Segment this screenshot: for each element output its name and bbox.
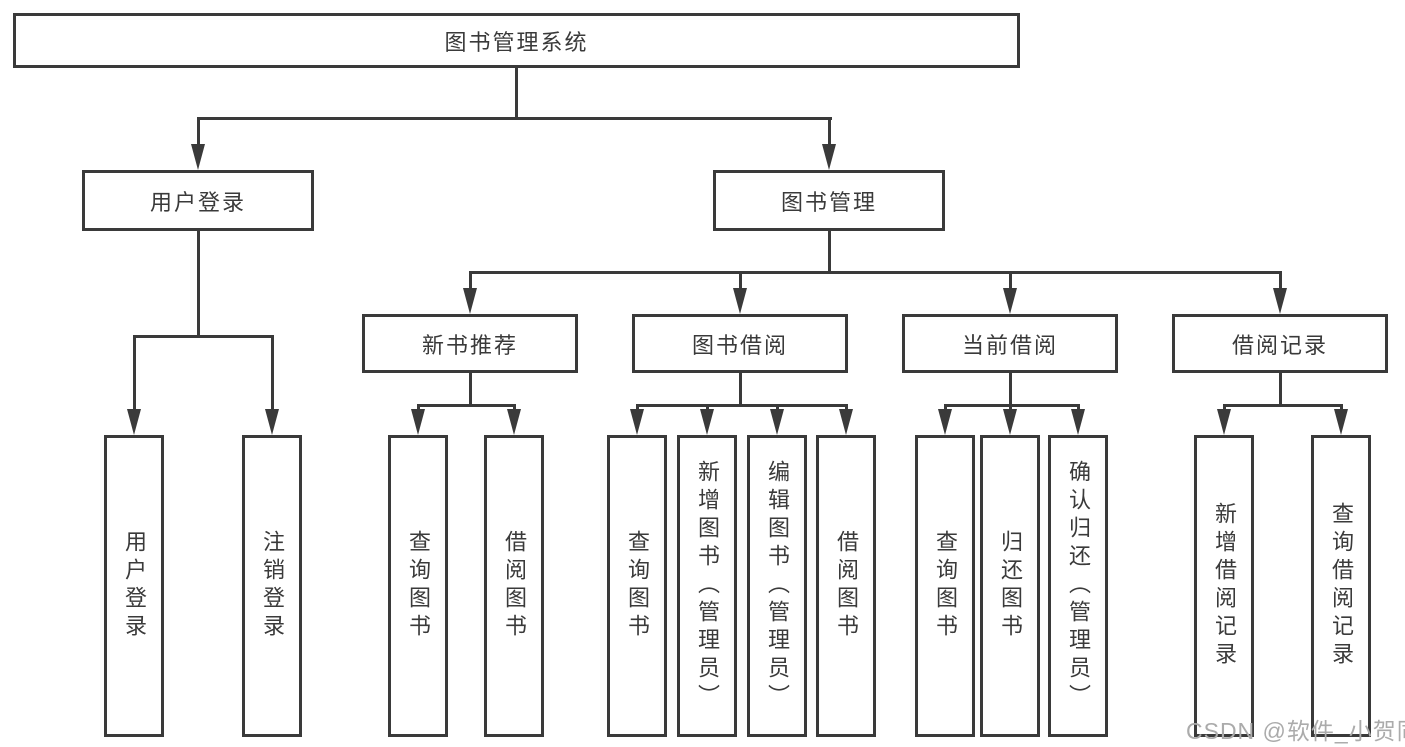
arrow-down-icon — [191, 144, 205, 170]
arrow-down-icon — [507, 409, 521, 435]
connector-line — [271, 335, 274, 411]
connector-line — [739, 373, 742, 406]
leaf-user-login: 用户登录 — [104, 435, 164, 737]
connector-line — [636, 404, 848, 407]
arrow-down-icon — [463, 288, 477, 314]
connector-line — [417, 404, 516, 407]
leaf-query-books: 查询图书 — [607, 435, 667, 737]
connector-line — [944, 404, 1080, 407]
node-root-library-system: 图书管理系统 — [13, 13, 1020, 68]
connector-line — [197, 231, 200, 337]
arrow-down-icon — [127, 409, 141, 435]
connector-line — [1077, 404, 1080, 411]
connector-line — [469, 271, 472, 290]
connector-line — [845, 404, 848, 411]
connector-line — [515, 68, 518, 118]
connector-line — [1223, 404, 1226, 411]
leaf-edit-books-admin: 编辑图书（管理员） — [747, 435, 807, 737]
connector-line — [469, 271, 1282, 274]
connector-line — [828, 117, 831, 146]
connector-line — [197, 117, 832, 120]
node-user-login: 用户登录 — [82, 170, 314, 231]
connector-line — [133, 335, 136, 411]
arrow-down-icon — [1334, 409, 1348, 435]
leaf-query-borrow-record: 查询借阅记录 — [1311, 435, 1371, 737]
connector-line — [133, 335, 274, 338]
node-new-book-recommend: 新书推荐 — [362, 314, 578, 373]
connector-line — [513, 404, 516, 411]
arrow-down-icon — [733, 288, 747, 314]
leaf-borrow-books: 借阅图书 — [816, 435, 876, 737]
arrow-down-icon — [1071, 409, 1085, 435]
arrow-down-icon — [1217, 409, 1231, 435]
leaf-confirm-return-admin: 确认归还（管理员） — [1048, 435, 1108, 737]
arrow-down-icon — [839, 409, 853, 435]
arrow-down-icon — [411, 409, 425, 435]
connector-line — [417, 404, 420, 411]
connector-line — [1223, 404, 1343, 407]
connector-line — [197, 117, 200, 146]
leaf-add-books-admin: 新增图书（管理员） — [677, 435, 737, 737]
arrow-down-icon — [938, 409, 952, 435]
leaf-logout: 注销登录 — [242, 435, 302, 737]
arrow-down-icon — [630, 409, 644, 435]
arrow-down-icon — [1003, 288, 1017, 314]
connector-line — [469, 373, 472, 406]
connector-line — [1009, 404, 1012, 411]
connector-line — [944, 404, 947, 411]
node-book-management: 图书管理 — [713, 170, 945, 231]
connector-line — [706, 404, 709, 411]
connector-line — [1279, 271, 1282, 290]
csdn-watermark: CSDN @软件_小贺同学 — [1186, 718, 1405, 744]
leaf-return-books: 归还图书 — [980, 435, 1040, 737]
node-current-borrowing: 当前借阅 — [902, 314, 1118, 373]
connector-line — [776, 404, 779, 411]
arrow-down-icon — [770, 409, 784, 435]
connector-line — [828, 231, 831, 273]
connector-line — [739, 271, 742, 290]
leaf-query-books: 查询图书 — [915, 435, 975, 737]
connector-line — [1009, 373, 1012, 406]
connector-line — [1279, 373, 1282, 406]
connector-line — [636, 404, 639, 411]
leaf-query-books: 查询图书 — [388, 435, 448, 737]
arrow-down-icon — [265, 409, 279, 435]
node-borrowing-records: 借阅记录 — [1172, 314, 1388, 373]
leaf-borrow-books: 借阅图书 — [484, 435, 544, 737]
connector-line — [1340, 404, 1343, 411]
arrow-down-icon — [1003, 409, 1017, 435]
arrow-down-icon — [700, 409, 714, 435]
arrow-down-icon — [822, 144, 836, 170]
leaf-add-borrow-record: 新增借阅记录 — [1194, 435, 1254, 737]
arrow-down-icon — [1273, 288, 1287, 314]
node-book-borrowing: 图书借阅 — [632, 314, 848, 373]
connector-line — [1009, 271, 1012, 290]
